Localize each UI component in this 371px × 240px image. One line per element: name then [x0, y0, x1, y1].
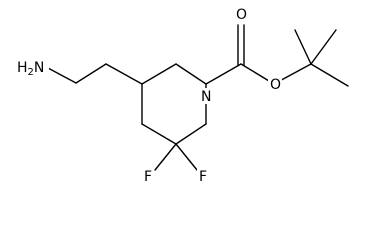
bond-n-ch2 — [47, 67, 77, 84]
ring-n-label: N — [201, 89, 211, 105]
bond-ch2-ch2 — [75, 63, 107, 84]
bond-c5-c6 — [141, 63, 177, 85]
carbonyl-o-bg — [234, 6, 248, 22]
chemical-structure: H2N N O O F F — [15, 6, 349, 185]
bond-tbu-methyl-right — [310, 63, 349, 87]
structure-canvas: H2N N O O F F — [15, 6, 349, 185]
fluorine-2-bg — [197, 168, 209, 184]
ring-n-bg — [199, 88, 213, 104]
carbonyl-o-label: O — [236, 7, 247, 23]
bond-c3-c4 — [141, 123, 177, 145]
fluorine-1-bg — [142, 168, 154, 184]
amine-label: H2N — [17, 60, 44, 78]
amine-h-subscript: 2 — [28, 67, 34, 78]
bond-tbu-methyl-top — [294, 29, 312, 65]
atom-label-layer: H2N N O O F F — [15, 6, 282, 185]
ester-o-bg — [268, 76, 282, 92]
amine-n-text: N — [34, 60, 44, 76]
fluorine-1-label: F — [144, 169, 152, 185]
bond-c2-c3 — [175, 123, 207, 145]
bond-n1-carbonyl — [205, 63, 242, 85]
ester-o-label: O — [270, 77, 281, 93]
bond-c3-f2 — [175, 143, 198, 171]
bond-c3-f1 — [154, 143, 177, 171]
amine-label-bg — [15, 58, 49, 76]
amine-h-text: H — [17, 60, 28, 76]
bond-tbu-methyl-right-top — [310, 29, 337, 65]
fluorine-2-label: F — [199, 169, 207, 185]
bond-ch2-ring — [105, 63, 143, 85]
bond-layer — [47, 24, 349, 171]
bond-c6-n1 — [175, 63, 207, 85]
